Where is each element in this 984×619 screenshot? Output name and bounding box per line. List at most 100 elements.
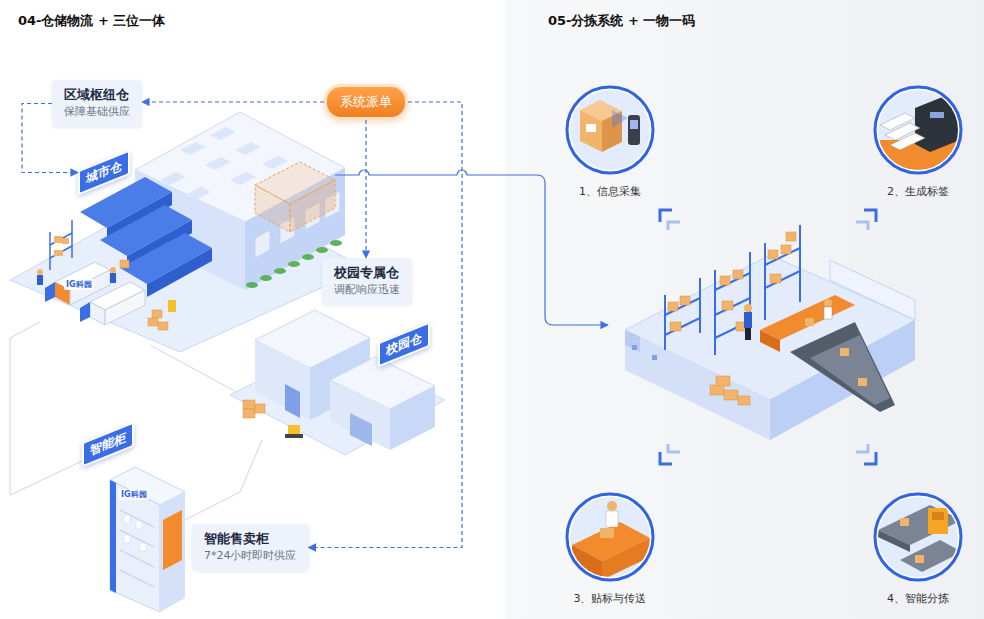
smart-cabinet <box>120 570 154 587</box>
circle-outline <box>565 492 655 582</box>
sorting-center <box>632 345 637 350</box>
node-heading: 1、信息采集 <box>530 185 690 199</box>
sorting-center <box>744 312 752 328</box>
smart-cabinet <box>124 515 130 523</box>
circle-outline <box>565 85 655 175</box>
workstation-icon <box>602 538 650 580</box>
info-card: 区域枢纽仓保障基础供应 <box>52 80 142 127</box>
city-warehouse <box>230 172 256 185</box>
dispatch-connector <box>142 101 324 102</box>
printer-icon <box>890 133 925 150</box>
city-warehouse <box>255 185 290 232</box>
dispatch-connector <box>309 102 463 548</box>
city-warehouse <box>180 142 206 155</box>
city-warehouse <box>302 254 314 260</box>
corner-bracket <box>856 222 868 230</box>
corner-bracket <box>660 210 672 222</box>
corner-bracket <box>668 444 680 452</box>
scan-icon <box>580 100 640 152</box>
city-warehouse <box>158 322 168 330</box>
site-tag: 智能柜 <box>82 421 134 467</box>
sorting-center <box>724 390 738 400</box>
workstation-icon <box>572 501 650 580</box>
city-warehouse <box>290 180 335 232</box>
workstation-icon <box>572 522 650 561</box>
scan-icon <box>602 111 622 152</box>
connection-lines <box>10 322 95 495</box>
city-warehouse <box>120 260 168 330</box>
sorting-center <box>790 322 895 412</box>
sorting-center <box>858 378 867 386</box>
sorter-icon <box>900 540 962 572</box>
city-warehouse <box>54 250 63 256</box>
city-warehouse <box>185 187 211 200</box>
smart-cabinet <box>124 515 146 551</box>
scan-icon <box>586 124 596 132</box>
sorting-center <box>744 304 752 312</box>
city-warehouse <box>105 290 145 325</box>
city-warehouse <box>110 267 116 273</box>
sorting-center <box>668 232 796 405</box>
city-warehouse <box>235 142 261 155</box>
right-panel <box>505 0 984 619</box>
scan-icon <box>612 110 628 128</box>
printer-icon <box>878 96 960 170</box>
campus-warehouse <box>230 310 445 455</box>
section-title: 05-分拣系统 + 一物一码 <box>548 12 695 30</box>
sorting-center <box>824 299 832 307</box>
sorting-center <box>720 276 730 285</box>
sorting-center <box>710 385 724 395</box>
connection-lines <box>10 322 262 520</box>
scan-icon <box>630 120 638 129</box>
sorting-center <box>760 330 780 352</box>
workstation-icon <box>572 545 602 580</box>
sorting-center <box>699 278 701 333</box>
circle-ring <box>875 494 961 580</box>
node-body: 7*24小时即时供应 <box>204 548 297 564</box>
smart-cabinet <box>163 510 182 570</box>
campus-warehouse <box>350 413 372 446</box>
city-warehouse <box>316 247 328 253</box>
printer-icon <box>930 112 944 118</box>
smart-cabinet <box>124 535 130 543</box>
city-warehouse <box>168 300 176 312</box>
city-warehouse <box>147 248 212 297</box>
printer-icon <box>880 113 915 130</box>
scan-icon <box>580 110 602 152</box>
dispatch-connector <box>365 120 366 258</box>
sorting-center <box>745 328 751 340</box>
sorter-icon <box>878 505 962 572</box>
city-warehouse <box>152 310 162 318</box>
circle-fill <box>878 90 958 170</box>
sorter-icon <box>915 555 924 563</box>
sorter-icon <box>878 530 910 552</box>
campus-warehouse <box>390 386 435 450</box>
city-warehouse <box>54 236 62 243</box>
city-warehouse <box>110 273 116 283</box>
corner-bracket <box>660 452 672 464</box>
city-warehouse <box>62 238 69 244</box>
node-heading: 区域枢纽仓 <box>64 86 130 104</box>
step-circle: 1、信息采集 <box>565 85 655 175</box>
info-card: 智能售卖柜7*24小时即时供应 <box>192 524 309 571</box>
sorting-center <box>625 330 640 352</box>
sorting-center <box>765 271 800 288</box>
circle-ring <box>875 87 961 173</box>
sorter-icon <box>900 518 909 526</box>
sorting-center <box>665 318 700 335</box>
circle-fill <box>570 90 650 170</box>
smart-cabinet <box>120 530 154 547</box>
corner-bracket <box>864 452 876 464</box>
scan-icon <box>628 115 640 145</box>
campus-warehouse <box>288 425 300 434</box>
sorting-center <box>770 274 781 283</box>
circle-outline <box>873 85 963 175</box>
sorting-center <box>625 225 915 440</box>
smart-cabinet <box>120 550 154 567</box>
campus-warehouse <box>243 400 255 409</box>
smart-cabinet <box>140 543 146 551</box>
city-warehouse <box>37 275 43 285</box>
